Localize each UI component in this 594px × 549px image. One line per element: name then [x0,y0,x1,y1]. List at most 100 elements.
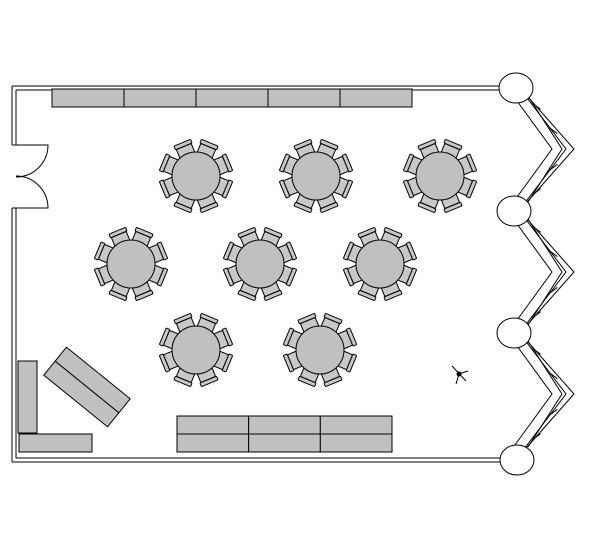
chair-back [237,227,257,239]
table-group [283,313,357,387]
column-icon [498,72,534,104]
window-inner-line [511,93,553,205]
window-glass-line [527,95,563,203]
chair-icon [395,241,417,264]
buffet-table-segment [248,415,321,435]
chair-back [156,267,168,287]
door-leaf-upper [15,144,49,178]
window-bays [511,87,575,456]
chair-back [285,241,297,261]
buffet-table-segment [319,433,393,453]
window-sash-tick [532,102,541,110]
window-sash-tick [532,311,541,319]
column-icon [499,444,535,476]
table-icon [355,239,405,289]
table-group [279,139,353,213]
door-leaf-lower [15,175,49,209]
chair-back [417,139,437,151]
table-group [223,227,297,301]
window-sash-tick [549,408,558,416]
chair-back [383,227,403,239]
chair-back [263,289,283,301]
window-sash-tick [549,250,558,258]
plant-center [456,371,462,377]
service-table-horizontal [18,433,93,453]
chair-back [159,353,171,373]
chair-back [159,327,171,347]
chair-back [465,179,477,199]
chair-back [323,375,343,387]
chair-back [199,139,219,151]
chair-back [237,289,257,301]
chair-back [285,267,297,287]
plant-icon [451,365,469,385]
window-sash-tick [532,225,541,233]
chair-back [357,227,377,239]
chair-back [173,201,193,213]
buffet-table-segment [267,88,341,108]
table-group [94,227,168,301]
table-icon [171,151,221,201]
chair-back [199,375,219,387]
service-table-angled-b [43,360,120,428]
chair-back [221,327,233,347]
chair-back [94,267,106,287]
table-icon [235,239,285,289]
chair-back [341,179,353,199]
chair-back [319,201,339,213]
column-icon [496,195,532,227]
buffet-table-segment [176,415,250,435]
buffet-table-top [51,88,413,108]
chair-back [223,267,235,287]
chair-back [405,267,417,287]
chair-back [221,353,233,373]
chair-back [108,289,128,301]
window-glass-line [527,340,563,448]
window-sash-tick [532,188,541,196]
window-bay [511,210,575,334]
chair-back [134,289,154,301]
door-icon [15,144,49,209]
window-outer-line [519,210,575,334]
chair-back [221,179,233,199]
round-tables [94,139,477,387]
chair-back [465,153,477,173]
chair-back [357,289,377,301]
chair-back [293,139,313,151]
buffet-table-segment [319,415,393,435]
window-glass-line [523,216,567,328]
chair-back [417,201,437,213]
window-bay [511,87,575,211]
chair-back [159,153,171,173]
table-group [159,313,233,387]
table-icon [291,151,341,201]
chair-back [403,153,415,173]
table-icon [415,151,465,201]
chair-back [156,241,168,261]
chair-back [199,313,219,325]
window-inner-line [511,338,553,450]
chair-back [343,267,355,287]
chair-back [173,139,193,151]
chair-back [323,313,343,325]
chair-back [297,375,317,387]
service-table-vertical [17,360,38,434]
table-group [159,139,233,213]
chair-back [405,241,417,261]
chair-back [297,313,317,325]
chair-back [221,153,233,173]
chair-back [403,179,415,199]
window-inner-line [511,216,553,328]
chair-back [383,289,403,301]
chair-back [159,179,171,199]
buffet-table-bottom [176,415,393,453]
table-group [403,139,477,213]
chair-back [173,375,193,387]
window-glass-line [523,93,567,205]
service-tables-left [17,346,131,453]
chair-back [345,353,357,373]
chair-back [345,327,357,347]
chair-back [279,179,291,199]
